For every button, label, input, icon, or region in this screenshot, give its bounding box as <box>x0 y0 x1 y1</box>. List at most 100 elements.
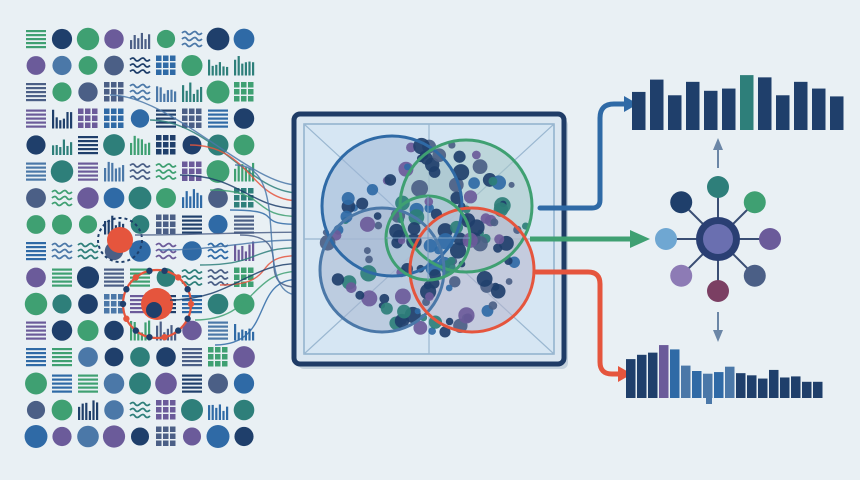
venn-dot <box>490 283 506 299</box>
token-line <box>104 272 124 275</box>
token-tile <box>234 188 240 194</box>
token-tile <box>156 142 162 148</box>
token-tile <box>111 301 117 307</box>
token-tile <box>241 89 247 95</box>
bar-mark <box>830 96 844 130</box>
red-arrow-head <box>618 366 632 382</box>
token-tile <box>170 407 176 413</box>
token-tile <box>196 161 202 167</box>
venn-dot <box>411 179 429 197</box>
output-arrows <box>530 96 650 382</box>
token-bars-icon <box>182 189 203 208</box>
token-line <box>26 46 46 49</box>
token-dot <box>24 425 48 448</box>
token-tile <box>118 122 124 128</box>
token-dot <box>78 56 98 75</box>
venn-dot <box>449 242 467 259</box>
token-dot <box>208 373 228 394</box>
token-tile <box>163 221 169 227</box>
token-tile <box>241 202 247 208</box>
bar-mark <box>637 354 647 398</box>
token-tile <box>85 108 91 114</box>
token-tile <box>234 274 240 280</box>
token-tile <box>170 135 176 141</box>
red-output-arrow <box>533 269 623 377</box>
token-line <box>182 348 202 351</box>
token-bar <box>111 162 114 182</box>
hub-node <box>743 191 766 214</box>
token-wave <box>181 275 203 280</box>
token-bars-icon <box>208 404 229 420</box>
token-bar <box>208 59 211 76</box>
token-tile <box>170 149 176 155</box>
token-wave <box>207 254 229 260</box>
token-line <box>182 231 202 234</box>
blue-output-arrow <box>537 101 629 211</box>
token-tile <box>104 96 110 102</box>
token-tile <box>170 142 176 148</box>
token-line <box>78 162 98 165</box>
venn-dot <box>424 197 434 206</box>
bar-mark <box>740 75 754 130</box>
token-tile <box>78 108 84 114</box>
hub-node <box>743 264 766 287</box>
token-bar <box>215 407 218 420</box>
token-bar <box>96 402 99 420</box>
token-line <box>26 321 46 324</box>
token-dot <box>156 188 176 208</box>
venn-dot <box>374 221 383 230</box>
token-tile <box>92 108 98 114</box>
token-bar <box>241 164 244 182</box>
token-bar <box>234 324 237 341</box>
token-lines-icon <box>26 162 46 181</box>
token-tile <box>156 62 162 68</box>
token-bar <box>55 145 58 155</box>
token-line <box>104 284 124 287</box>
token-tile <box>163 69 169 75</box>
token-bar <box>130 142 133 155</box>
token-line <box>182 374 202 377</box>
token-line <box>26 91 46 94</box>
venn-dot <box>439 326 451 338</box>
bar-mark <box>802 381 812 398</box>
bar-mark <box>648 352 658 398</box>
input-token-grid <box>24 27 255 448</box>
token-line <box>208 325 228 328</box>
token-line <box>78 148 98 151</box>
token-tile <box>208 347 214 353</box>
token-bar <box>148 142 151 155</box>
top-bar-chart-icon <box>632 75 844 130</box>
token-line <box>234 215 254 218</box>
token-tile <box>118 308 124 314</box>
venn-dot <box>468 177 480 189</box>
token-wave <box>181 30 203 36</box>
token-dot <box>233 108 255 129</box>
token-tile <box>163 414 169 420</box>
token-dot <box>156 347 176 367</box>
token-wave-icon <box>51 189 73 207</box>
token-bar <box>234 244 237 261</box>
token-tile <box>163 62 169 68</box>
token-lines-icon <box>182 374 202 393</box>
token-bar <box>237 164 240 182</box>
token-line <box>182 352 202 355</box>
token-bar <box>85 402 88 420</box>
token-dot <box>130 347 150 367</box>
token-line <box>78 378 98 381</box>
hub-node <box>707 176 729 198</box>
token-dot <box>77 425 99 448</box>
token-wave <box>129 163 151 168</box>
token-bar <box>104 221 107 235</box>
token-line <box>182 360 202 363</box>
token-wave-icon <box>129 83 151 101</box>
bar-mark <box>714 372 724 398</box>
token-tile <box>248 267 254 273</box>
token-bar <box>81 403 84 420</box>
bar-mark <box>776 95 790 130</box>
connector-line <box>229 209 299 225</box>
token-line <box>26 42 46 45</box>
token-tile <box>196 122 202 128</box>
token-wave-icon <box>155 242 177 260</box>
highlight-ring <box>97 217 143 263</box>
token-bar <box>166 328 169 341</box>
